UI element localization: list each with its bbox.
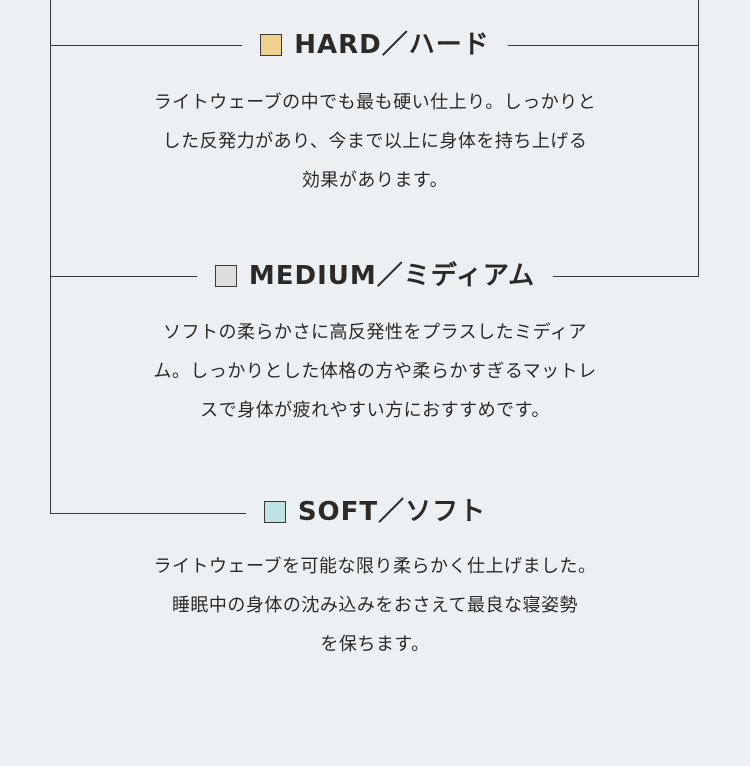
medium-color-swatch	[214, 265, 237, 287]
hard-section: HARD／ハード	[0, 27, 750, 63]
soft-description-line: ライトウェーブを可能な限り柔らかく仕上げました。	[153, 556, 597, 577]
soft-title: SOFT／ソフト	[297, 497, 487, 527]
soft-heading: SOFT／ソフト	[245, 494, 505, 530]
medium-description-line: ソフトの柔らかさに高反発性をプラスしたミディア	[163, 322, 587, 343]
medium-section: MEDIUM／ミディアム	[0, 258, 750, 294]
soft-description-line: を保ちます。	[320, 634, 430, 655]
hard-color-swatch	[260, 34, 283, 56]
hard-heading: HARD／ハード	[242, 27, 508, 63]
soft-description: ライトウェーブを可能な限り柔らかく仕上げました。 睡眠中の身体の沈み込みをおさえ…	[100, 547, 650, 664]
hard-description: ライトウェーブの中でも最も硬い仕上り。しっかりと した反発力があり、今まで以上に…	[100, 83, 650, 200]
medium-description-line: スで身体が疲れやすい方におすすめです。	[200, 400, 550, 421]
soft-section: SOFT／ソフト	[0, 494, 750, 530]
hard-description-line: ライトウェーブの中でも最も硬い仕上り。しっかりと	[153, 92, 597, 113]
right-vertical-line	[698, 0, 699, 277]
medium-description-line: ム。しっかりとした体格の方や柔らかすぎるマットレ	[153, 361, 597, 382]
medium-title: MEDIUM／ミディアム	[248, 261, 536, 291]
medium-description: ソフトの柔らかさに高反発性をプラスしたミディア ム。しっかりとした体格の方や柔ら…	[100, 313, 650, 430]
left-vertical-line	[50, 0, 51, 514]
medium-heading: MEDIUM／ミディアム	[196, 258, 554, 294]
soft-description-line: 睡眠中の身体の沈み込みをおさえて最良な寝姿勢	[171, 595, 579, 616]
hard-title: HARD／ハード	[294, 30, 490, 60]
hard-description-line: した反発力があり、今まで以上に身体を持ち上げる	[162, 131, 588, 152]
soft-color-swatch	[263, 501, 286, 523]
hard-description-line: 効果があります。	[301, 170, 449, 191]
